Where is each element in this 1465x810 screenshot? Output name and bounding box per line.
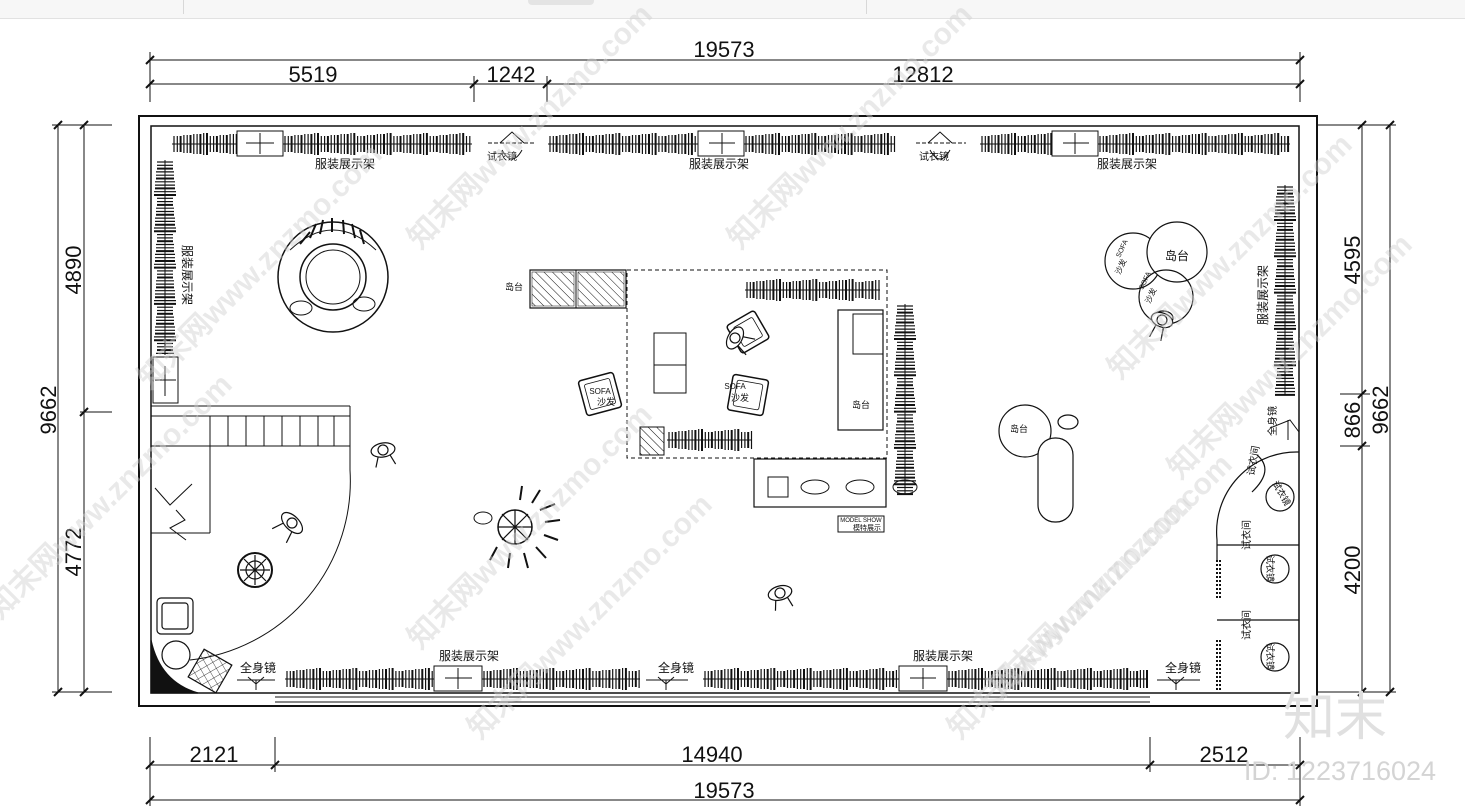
rack-bottom-right-b (947, 668, 1148, 690)
rack-left-wall (154, 160, 176, 355)
watermark-text: 知末网www.znzmo.com (402, 0, 659, 255)
label-rack-right: 服装展示架 (1256, 265, 1270, 325)
label-fitting-room-2: 试衣间 (1240, 610, 1253, 640)
dimension-right (1318, 120, 1396, 697)
label-model-show-en: MODEL SHOW (840, 518, 882, 524)
dimension-left (52, 120, 112, 697)
dim-right-seg-2: 866 (1340, 402, 1365, 439)
rack-top-mid-a (548, 133, 698, 155)
rack-right-wall (1274, 185, 1296, 396)
label-island-right-mid: 岛台 (1010, 423, 1028, 434)
watermark-text: 知末网www.znzmo.com (132, 138, 389, 395)
round-chair-center (473, 485, 561, 569)
plant-pot-left (237, 552, 273, 588)
label-model-show-cn: 模特展示 (853, 523, 881, 532)
dimension-top (145, 52, 1305, 102)
label-rack-bottom-right: 服装展示架 (913, 649, 973, 663)
person-figures (271, 311, 1174, 611)
label-fitting-mirror-room-2: 试衣镜 (1265, 643, 1276, 670)
rack-top-left-a (172, 133, 238, 155)
watermark-text: 知末网www.znzmo.com (402, 398, 659, 655)
dim-left-seg-2: 4772 (61, 528, 86, 577)
rack-top-left-b (283, 133, 472, 155)
label-fitting-mirror-1: 试衣镜 (487, 150, 517, 163)
dim-top-seg-2: 1242 (487, 62, 536, 87)
dim-right-seg-3: 4200 (1340, 546, 1365, 595)
label-island-center: 岛台 (852, 399, 870, 410)
label-sofa-mid-cn: 沙发 (731, 392, 749, 403)
label-full-mirror-1: 全身镜 (240, 660, 276, 675)
central-display-area (529, 269, 918, 533)
dimension-bottom (145, 737, 1305, 806)
rack-bottom-left-b (482, 668, 640, 690)
rack-rail-boxes (152, 130, 1099, 692)
rack-top-mid-b (744, 133, 896, 155)
rack-top-right-b (1098, 133, 1290, 155)
right-islands (998, 221, 1208, 523)
rack-bottom-right-a (703, 668, 899, 690)
label-rack-top-right: 服装展示架 (1097, 157, 1157, 171)
label-fitting-mirror-room-3: 试衣镜 (1270, 479, 1293, 508)
label-fitting-mirror-room-1: 试衣镜 (1265, 555, 1276, 582)
rack-top-right-a (980, 133, 1053, 155)
fitting-mirror-top-1 (488, 131, 536, 160)
dim-right-total: 9662 (1368, 386, 1393, 435)
label-fitting-mirror-2: 试衣镜 (919, 150, 949, 163)
fitting-mirror-top-2 (916, 131, 966, 160)
label-full-mirror-3: 全身镜 (1165, 660, 1201, 675)
rack-center-bottom (667, 429, 753, 451)
armchair-bottom-left (150, 597, 233, 694)
label-fitting-room-3: 试衣间 (1244, 445, 1262, 477)
label-island-right-top: 岛台 (1165, 248, 1189, 263)
rack-center-top (745, 279, 880, 301)
dim-right-seg-1: 4595 (1340, 236, 1365, 285)
dim-top-seg-1: 5519 (289, 62, 338, 87)
rack-bottom-left-a (285, 668, 434, 690)
label-rack-top-mid: 服装展示架 (689, 157, 749, 171)
label-rack-left: 服装展示架 (180, 245, 194, 305)
label-sofa-right1-en: SOFA (1115, 239, 1129, 259)
label-sofa-left-en: SOFA (589, 387, 611, 396)
clothing-racks (154, 133, 1296, 690)
label-rack-bottom-left: 服装展示架 (439, 649, 499, 663)
label-full-mirror-2: 全身镜 (658, 660, 694, 675)
dim-bottom-seg-2: 14940 (681, 742, 742, 767)
dim-top-seg-3: 12812 (892, 62, 953, 87)
dim-bottom-seg-3: 2512 (1200, 742, 1249, 767)
label-rack-top-left: 服装展示架 (315, 157, 375, 171)
round-seating-top-left (277, 218, 389, 333)
label-sofa-right1-cn: 沙发 (1113, 257, 1129, 276)
viewer-toolbar (0, 0, 1465, 19)
label-sofa-left-cn: 沙发 (597, 396, 615, 407)
rack-center-right (894, 304, 916, 496)
watermark-text: 知末网www.znzmo.com (722, 0, 979, 255)
dim-left-total: 9662 (36, 386, 61, 435)
label-full-mirror-4: 全身镜 (1266, 406, 1279, 436)
toolbar-tab-handle[interactable] (528, 0, 594, 5)
fitting-rooms (1216, 451, 1300, 690)
dim-bottom-seg-1: 2121 (190, 742, 239, 767)
watermark-id: ID: 1223716024 (1244, 756, 1436, 786)
label-sofa-mid-en: SOFA (724, 382, 746, 391)
dim-left-seg-1: 4890 (61, 246, 86, 295)
toolbar-divider (183, 0, 184, 14)
watermark-logo: 知末 (1283, 689, 1387, 747)
sofa-left (577, 371, 623, 417)
label-fitting-room-1: 试衣间 (1240, 520, 1253, 550)
toolbar-divider (866, 0, 867, 14)
dim-bottom-total: 19573 (693, 778, 754, 803)
dim-top-total: 19573 (693, 37, 754, 62)
full-mirror-symbols (237, 419, 1300, 690)
label-island-left: 岛台 (505, 281, 523, 292)
exterior-walls (138, 115, 1318, 707)
staircase (151, 405, 351, 661)
